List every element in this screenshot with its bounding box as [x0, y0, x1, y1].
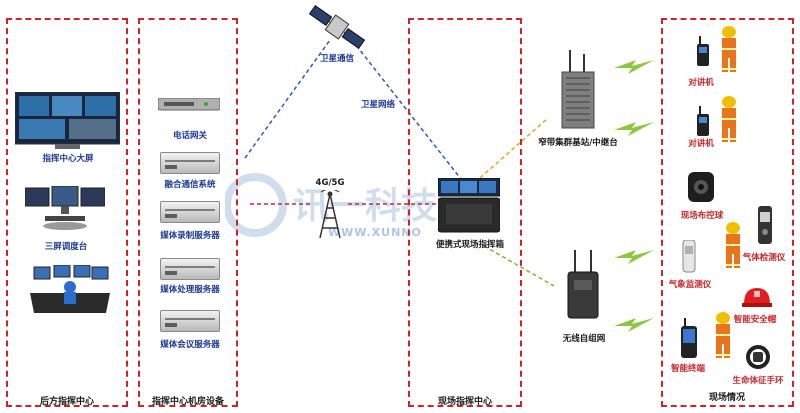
cell-tower-icon [319, 190, 341, 239]
surveillance-ball-icon [688, 172, 714, 202]
panel-rear-command [6, 18, 128, 407]
firefighter-icon [716, 312, 730, 358]
portable-command-box-icon [438, 178, 500, 233]
signal-bolts [614, 60, 654, 332]
smart-terminal-label: 智能终端 [670, 364, 706, 374]
media-conference-label: 媒体会议服务器 [160, 340, 220, 350]
rear-command-title: 后方指挥中心 [39, 397, 95, 407]
panel-field-situation [661, 18, 794, 407]
operator-desk-icon [30, 265, 110, 313]
mesh-radio-icon [567, 250, 599, 319]
satellite-link-right [351, 39, 469, 189]
panel-field-command [408, 18, 522, 407]
field-command-title: 现场指挥中心 [437, 397, 493, 407]
narrowband-base-label: 窄带集群基站/中继台 [538, 138, 618, 148]
media-recording-server-icon [160, 201, 220, 223]
media-conference-server-icon [160, 310, 220, 332]
firefighter-icon [722, 96, 736, 142]
panel-server-room [138, 18, 238, 407]
firefighter-icon [722, 26, 736, 72]
smart-helmet-icon [742, 288, 772, 307]
gas-monitor-icon [682, 240, 696, 273]
big-screen-label: 指挥中心大屏 [42, 154, 94, 164]
satellite-comm-label: 卫星通信 [319, 54, 355, 64]
vital-wristband-label: 生命体征手环 [732, 376, 784, 386]
surveillance-ball-label: 现场布控球 [680, 211, 724, 221]
phone-gateway-label: 电话网关 [172, 131, 208, 141]
triple-console-label: 三屏调度台 [44, 242, 88, 252]
media-processing-server-icon [160, 258, 220, 280]
mesh-network-label: 无线自组网 [562, 334, 606, 344]
phone-gateway-icon [158, 98, 220, 111]
satellite-icon [308, 5, 366, 49]
watermark-text: WWW.XUNNO [328, 226, 422, 239]
gas-detector-label: 气体检测仪 [742, 253, 786, 263]
gas-detector-icon [758, 206, 772, 244]
server-room-title: 指挥中心机房设备 [151, 397, 225, 407]
walkie-talkie-2-label: 对讲机 [688, 139, 714, 149]
triple-console-icon [25, 186, 105, 230]
narrowband-link [479, 117, 549, 179]
smart-helmet-label: 智能安全帽 [733, 315, 777, 325]
satellite-network-label: 卫星网络 [360, 100, 396, 110]
cellular-label: 4G/5G [315, 178, 345, 188]
portable-box-label: 便携式现场指挥箱 [435, 240, 505, 250]
vital-wristband-icon [746, 345, 770, 369]
big-screen-icon [15, 92, 120, 149]
smart-terminal-icon [681, 318, 697, 358]
walkie-talkie-icon [697, 36, 709, 66]
walkie-talkie-icon [697, 106, 709, 136]
field-situation-title: 现场情况 [708, 393, 746, 403]
fusion-comm-server-icon [160, 152, 220, 174]
gas-monitor-label: 气象监测仪 [668, 280, 712, 290]
satellite-link-left [244, 39, 331, 159]
walkie-talkie-1-label: 对讲机 [688, 78, 714, 88]
media-recording-label: 媒体录制服务器 [160, 231, 220, 241]
fusion-comm-label: 融合通信系统 [164, 180, 216, 190]
firefighter-icon [726, 222, 740, 268]
media-processing-label: 媒体处理服务器 [160, 285, 220, 295]
narrowband-base-icon [561, 50, 595, 129]
